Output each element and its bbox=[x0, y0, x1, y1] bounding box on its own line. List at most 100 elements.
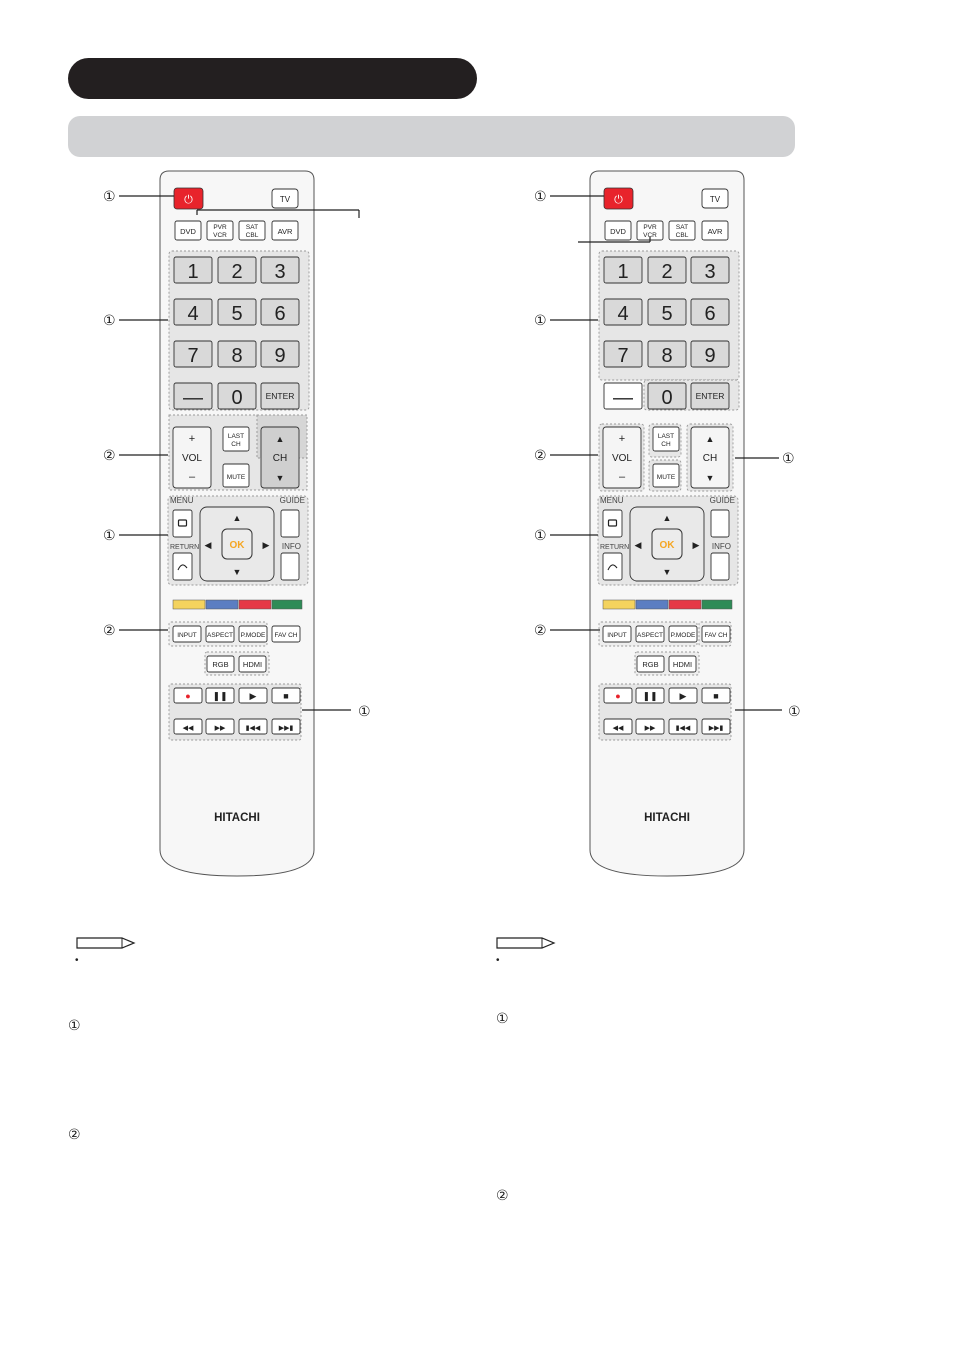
media-button bbox=[668, 687, 698, 704]
source-button bbox=[206, 655, 235, 673]
keypad-key-label: 1 bbox=[187, 261, 198, 283]
source-button-label: RGB bbox=[642, 660, 658, 669]
tv-button-label: TV bbox=[710, 195, 721, 204]
device-button-label: VCR bbox=[643, 232, 657, 239]
return-button bbox=[602, 552, 623, 581]
keypad-key bbox=[217, 298, 257, 326]
lastch-button bbox=[652, 426, 680, 452]
stop-icon: ■ bbox=[713, 691, 718, 701]
device-button bbox=[271, 220, 299, 241]
media-button bbox=[603, 687, 633, 704]
keypad-key-label: 9 bbox=[274, 345, 285, 367]
ch-up: ▲ bbox=[276, 434, 285, 444]
keypad-key-label: 3 bbox=[274, 261, 285, 283]
media-button bbox=[238, 718, 268, 735]
dpad-left-icon: ◀ bbox=[205, 540, 212, 550]
color-key bbox=[238, 599, 272, 610]
return-icon bbox=[607, 564, 618, 571]
media-button bbox=[205, 687, 235, 704]
device-button bbox=[701, 220, 729, 241]
brand-logo: HITACHI bbox=[644, 812, 690, 824]
keypad-key-label: 6 bbox=[274, 303, 285, 325]
keypad-group bbox=[168, 250, 310, 411]
ok-label: OK bbox=[660, 540, 676, 551]
keypad-key bbox=[260, 256, 300, 284]
mute-button bbox=[652, 463, 680, 488]
keypad-key bbox=[603, 382, 643, 410]
device-button bbox=[668, 220, 696, 241]
keypad-key bbox=[260, 382, 300, 410]
mute-label: MUTE bbox=[657, 474, 676, 481]
info-label: INFO bbox=[712, 542, 731, 551]
color-key bbox=[635, 599, 669, 610]
function-button bbox=[701, 625, 731, 643]
media-button bbox=[635, 687, 665, 704]
menu-button bbox=[602, 509, 623, 538]
guide-label: GUIDE bbox=[710, 496, 735, 505]
note-bullet-left: • bbox=[75, 955, 79, 966]
keypad-key bbox=[603, 340, 643, 368]
menu-button bbox=[172, 509, 193, 538]
rewind-icon: ◀◀ bbox=[183, 725, 194, 732]
mute-button bbox=[222, 463, 250, 488]
keypad-key-label: 6 bbox=[704, 303, 715, 325]
lastch-button bbox=[222, 426, 250, 452]
keypad-key bbox=[260, 340, 300, 368]
keypad-key bbox=[603, 298, 643, 326]
tv-button bbox=[701, 188, 729, 209]
device-button bbox=[604, 220, 632, 241]
skip-back-icon: ▮◀◀ bbox=[246, 725, 261, 732]
dpad-up-icon: ▲ bbox=[233, 513, 242, 523]
rewind-icon: ◀◀ bbox=[613, 725, 624, 732]
ch-down: ▼ bbox=[276, 473, 285, 483]
return-button bbox=[172, 552, 193, 581]
skip-forward-icon: ▶▶▮ bbox=[709, 725, 724, 732]
keypad-key bbox=[217, 382, 257, 410]
keypad-key-label: 2 bbox=[231, 261, 242, 283]
device-button-label: AVR bbox=[278, 227, 293, 236]
color-key bbox=[701, 599, 733, 610]
device-button-label: SAT bbox=[246, 224, 258, 231]
function-button-label: FAV CH bbox=[275, 632, 298, 639]
media-button bbox=[205, 718, 235, 735]
guide-label: GUIDE bbox=[280, 496, 305, 505]
lastch-label: LAST bbox=[228, 433, 244, 440]
info-button bbox=[280, 552, 300, 581]
lastch-label: CH bbox=[661, 441, 671, 448]
vol-minus: – bbox=[189, 471, 196, 483]
record-icon: ● bbox=[615, 691, 620, 701]
keypad-key-label: 8 bbox=[231, 345, 242, 367]
color-key bbox=[271, 599, 303, 610]
media-button bbox=[603, 718, 633, 735]
note-marker-left-1: ① bbox=[68, 1017, 81, 1033]
keypad-key bbox=[690, 256, 730, 284]
note-marker-right-2: ② bbox=[496, 1187, 509, 1203]
media-button bbox=[668, 718, 698, 735]
keypad-key-label: 4 bbox=[617, 303, 628, 325]
function-button-label: INPUT bbox=[607, 632, 627, 639]
skip-back-icon: ▮◀◀ bbox=[676, 725, 691, 732]
color-key bbox=[668, 599, 702, 610]
callout-right-func: ② bbox=[534, 622, 547, 638]
keypad-key-label: 1 bbox=[617, 261, 628, 283]
function-button bbox=[238, 625, 268, 643]
function-button bbox=[635, 625, 665, 643]
mute-label: MUTE bbox=[227, 474, 246, 481]
function-button bbox=[602, 625, 632, 643]
device-button-label: PVR bbox=[643, 224, 657, 231]
media-button bbox=[238, 687, 268, 704]
color-key bbox=[172, 599, 206, 610]
source-button-label: HDMI bbox=[243, 660, 262, 669]
source-button-label: RGB bbox=[212, 660, 228, 669]
keypad-key-label: — bbox=[613, 387, 633, 409]
note-marker-left-2: ② bbox=[68, 1126, 81, 1142]
vol-minus: – bbox=[619, 471, 626, 483]
media-button bbox=[701, 718, 731, 735]
note-pencil-icon-right bbox=[496, 937, 556, 949]
function-button-label: P.MODE bbox=[241, 632, 266, 639]
keypad-key bbox=[603, 256, 643, 284]
keypad-key-label: 4 bbox=[187, 303, 198, 325]
